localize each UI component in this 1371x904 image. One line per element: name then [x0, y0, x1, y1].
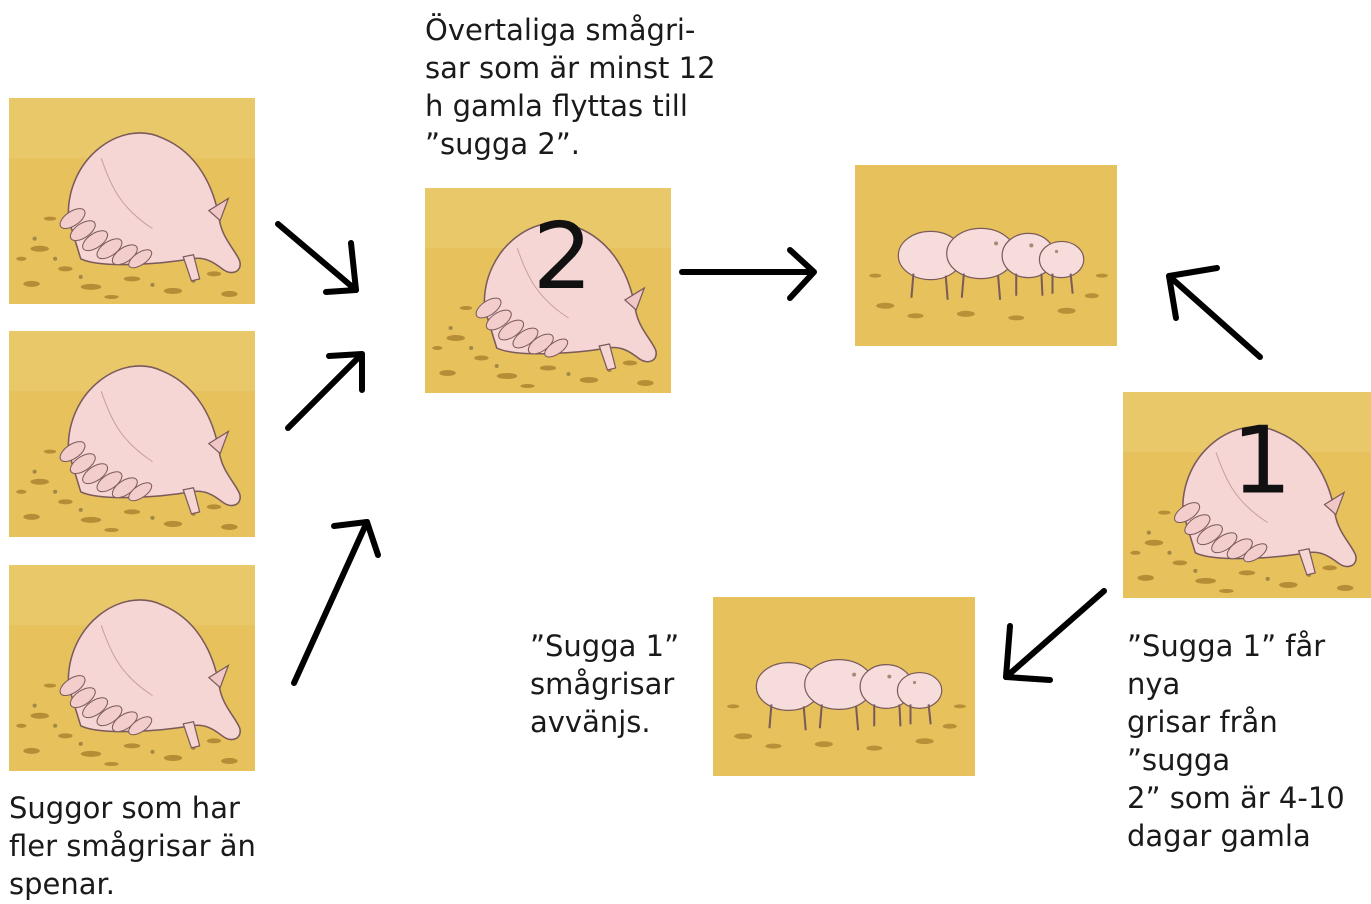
- caption-new-piglets: ”Sugga 1” får nya grisar från ”sugga 2” …: [1127, 629, 1345, 853]
- sow-number-badge: 1: [1232, 408, 1292, 515]
- arrow-icon: [679, 247, 817, 301]
- caption-sows-many-piglets: Suggor som har fler smågrisar än spenar.: [9, 791, 256, 901]
- arrow-icon: [1003, 588, 1107, 683]
- sow-1-panel: 1: [1123, 392, 1371, 598]
- sow-number-badge: 2: [533, 203, 593, 310]
- arrow-icon: [275, 221, 359, 295]
- sow-2-panel: 2: [425, 188, 671, 393]
- arrow-icon: [291, 519, 381, 686]
- arrow-icon: [285, 351, 365, 431]
- caption-move-piglets: Övertaliga smågri- sar som är minst 12 h…: [425, 13, 716, 161]
- arrow-icon: [1166, 265, 1263, 360]
- caption-weaning: ”Sugga 1” smågrisar avvänjs.: [530, 629, 680, 739]
